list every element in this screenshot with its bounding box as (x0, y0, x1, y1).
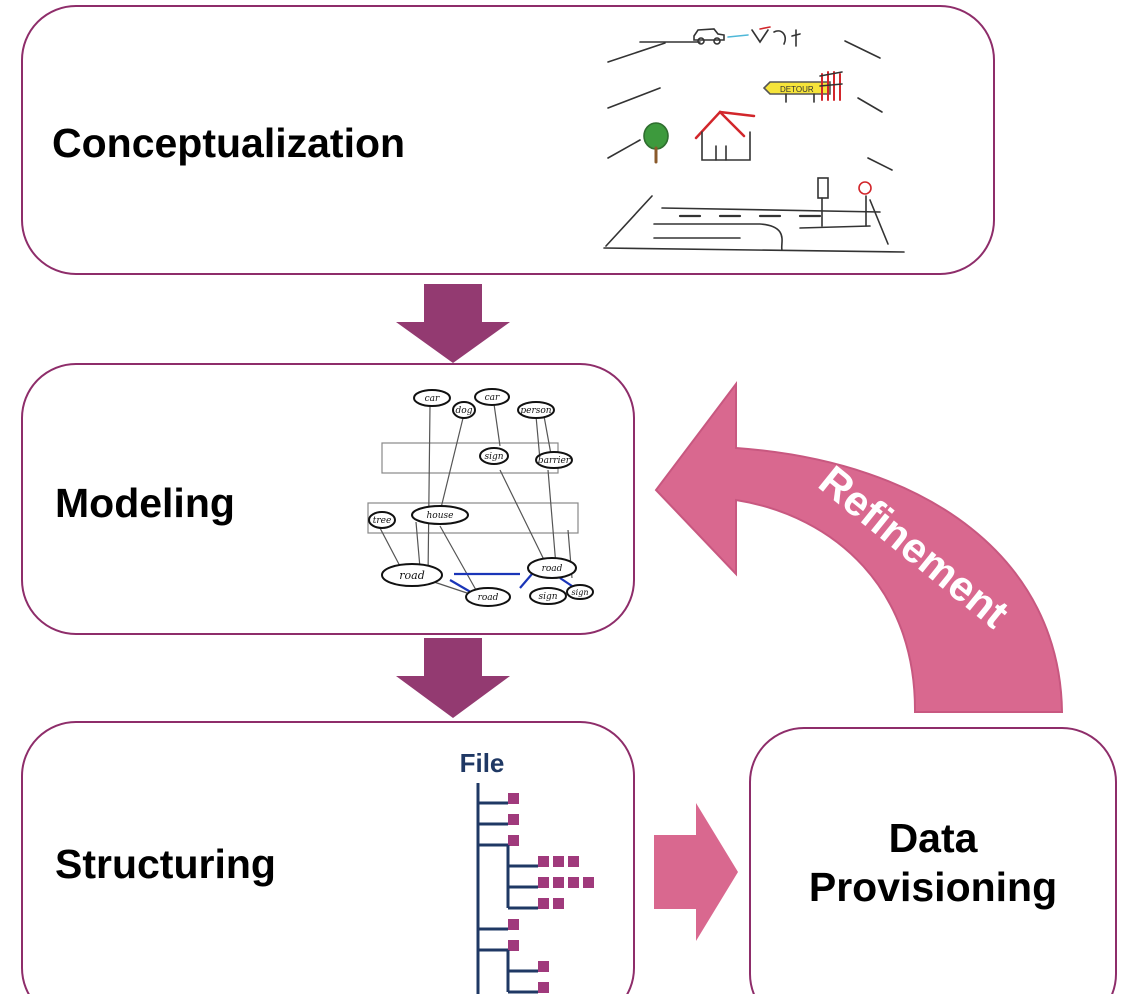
file-tree-node (538, 961, 549, 972)
arrow-down-icon (396, 284, 510, 363)
file-tree-node (538, 898, 549, 909)
model-node-sign-2: sign (538, 592, 557, 602)
file-tree-node (568, 877, 579, 888)
file-tree-node (538, 856, 549, 867)
model-node-sign-3: sign (572, 588, 589, 597)
refinement-arrow-icon (654, 381, 1064, 713)
model-node-barrier: barrier (538, 456, 571, 466)
conceptualization-label: Conceptualization (52, 120, 405, 166)
model-node-sign-1: sign (484, 452, 503, 462)
file-tree-node (553, 856, 564, 867)
scene-sketch-icon: DETOUR (603, 26, 905, 253)
model-node-house: house (427, 511, 454, 521)
arrow-down-icon (396, 638, 510, 718)
file-tree-node (553, 877, 564, 888)
provisioning-box (749, 727, 1117, 994)
structuring-box (21, 721, 635, 994)
file-tree-node (553, 898, 564, 909)
file-tree-node (538, 982, 549, 993)
file-tree-node (568, 856, 579, 867)
file-tree-node (508, 835, 519, 846)
model-node-tree: tree (373, 516, 392, 526)
file-tree-node (508, 940, 519, 951)
file-tree-root-label: File (460, 748, 505, 778)
file-tree-node (538, 877, 549, 888)
provisioning-label-line1: Data (889, 815, 979, 861)
semantic-model-icon: car dog car person sign barrier tree hou… (367, 388, 594, 607)
file-tree-node (508, 814, 519, 825)
file-tree-node (508, 919, 519, 930)
arrow-right-icon (654, 803, 738, 941)
model-node-car-2: car (485, 393, 500, 403)
model-node-person: person (520, 406, 551, 416)
modeling-label: Modeling (55, 480, 235, 526)
file-tree-node (508, 793, 519, 804)
structuring-label: Structuring (55, 841, 276, 887)
model-node-car-1: car (425, 394, 440, 404)
file-tree-node (583, 877, 594, 888)
modeling-box (21, 363, 635, 635)
conceptualization-box (21, 5, 995, 275)
file-tree-icon (476, 783, 594, 994)
provisioning-label-line2: Provisioning (809, 864, 1057, 910)
model-node-dog: dog (456, 406, 473, 416)
detour-sign-text: DETOUR (780, 85, 814, 94)
model-node-road-1: road (399, 569, 424, 582)
model-node-road-3: road (478, 593, 499, 603)
model-node-road-2: road (542, 564, 563, 574)
